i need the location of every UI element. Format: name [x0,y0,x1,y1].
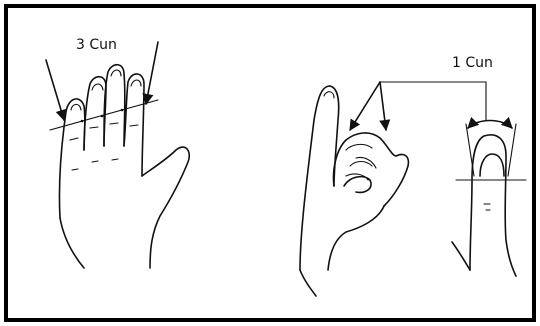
one-cun-label: 1 Cun [452,56,493,70]
middle-hand-illustration [300,82,486,296]
left-hand-illustration [46,42,189,268]
three-cun-label: 3 Cun [76,38,117,52]
thumb-illustration [452,121,526,277]
